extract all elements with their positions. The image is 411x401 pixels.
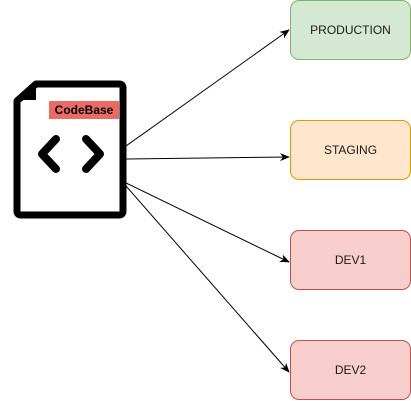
codebase-label: CodeBase: [49, 101, 119, 119]
edge-to-dev1: [125, 182, 290, 263]
file-outline: [13, 80, 127, 219]
edge-to-production: [125, 29, 290, 147]
node-production[interactable]: PRODUCTION: [290, 0, 411, 60]
code-bracket-right-icon: [82, 135, 104, 173]
node-dev1[interactable]: DEV1: [290, 230, 411, 290]
code-bracket-left-icon: [38, 135, 60, 173]
edge-to-dev2: [125, 185, 290, 373]
node-dev2[interactable]: DEV2: [290, 340, 411, 400]
node-staging[interactable]: STAGING: [290, 120, 411, 180]
file-corner-fold: [19, 86, 36, 100]
code-file-icon: [13, 80, 127, 219]
edge-to-staging: [125, 153, 290, 162]
